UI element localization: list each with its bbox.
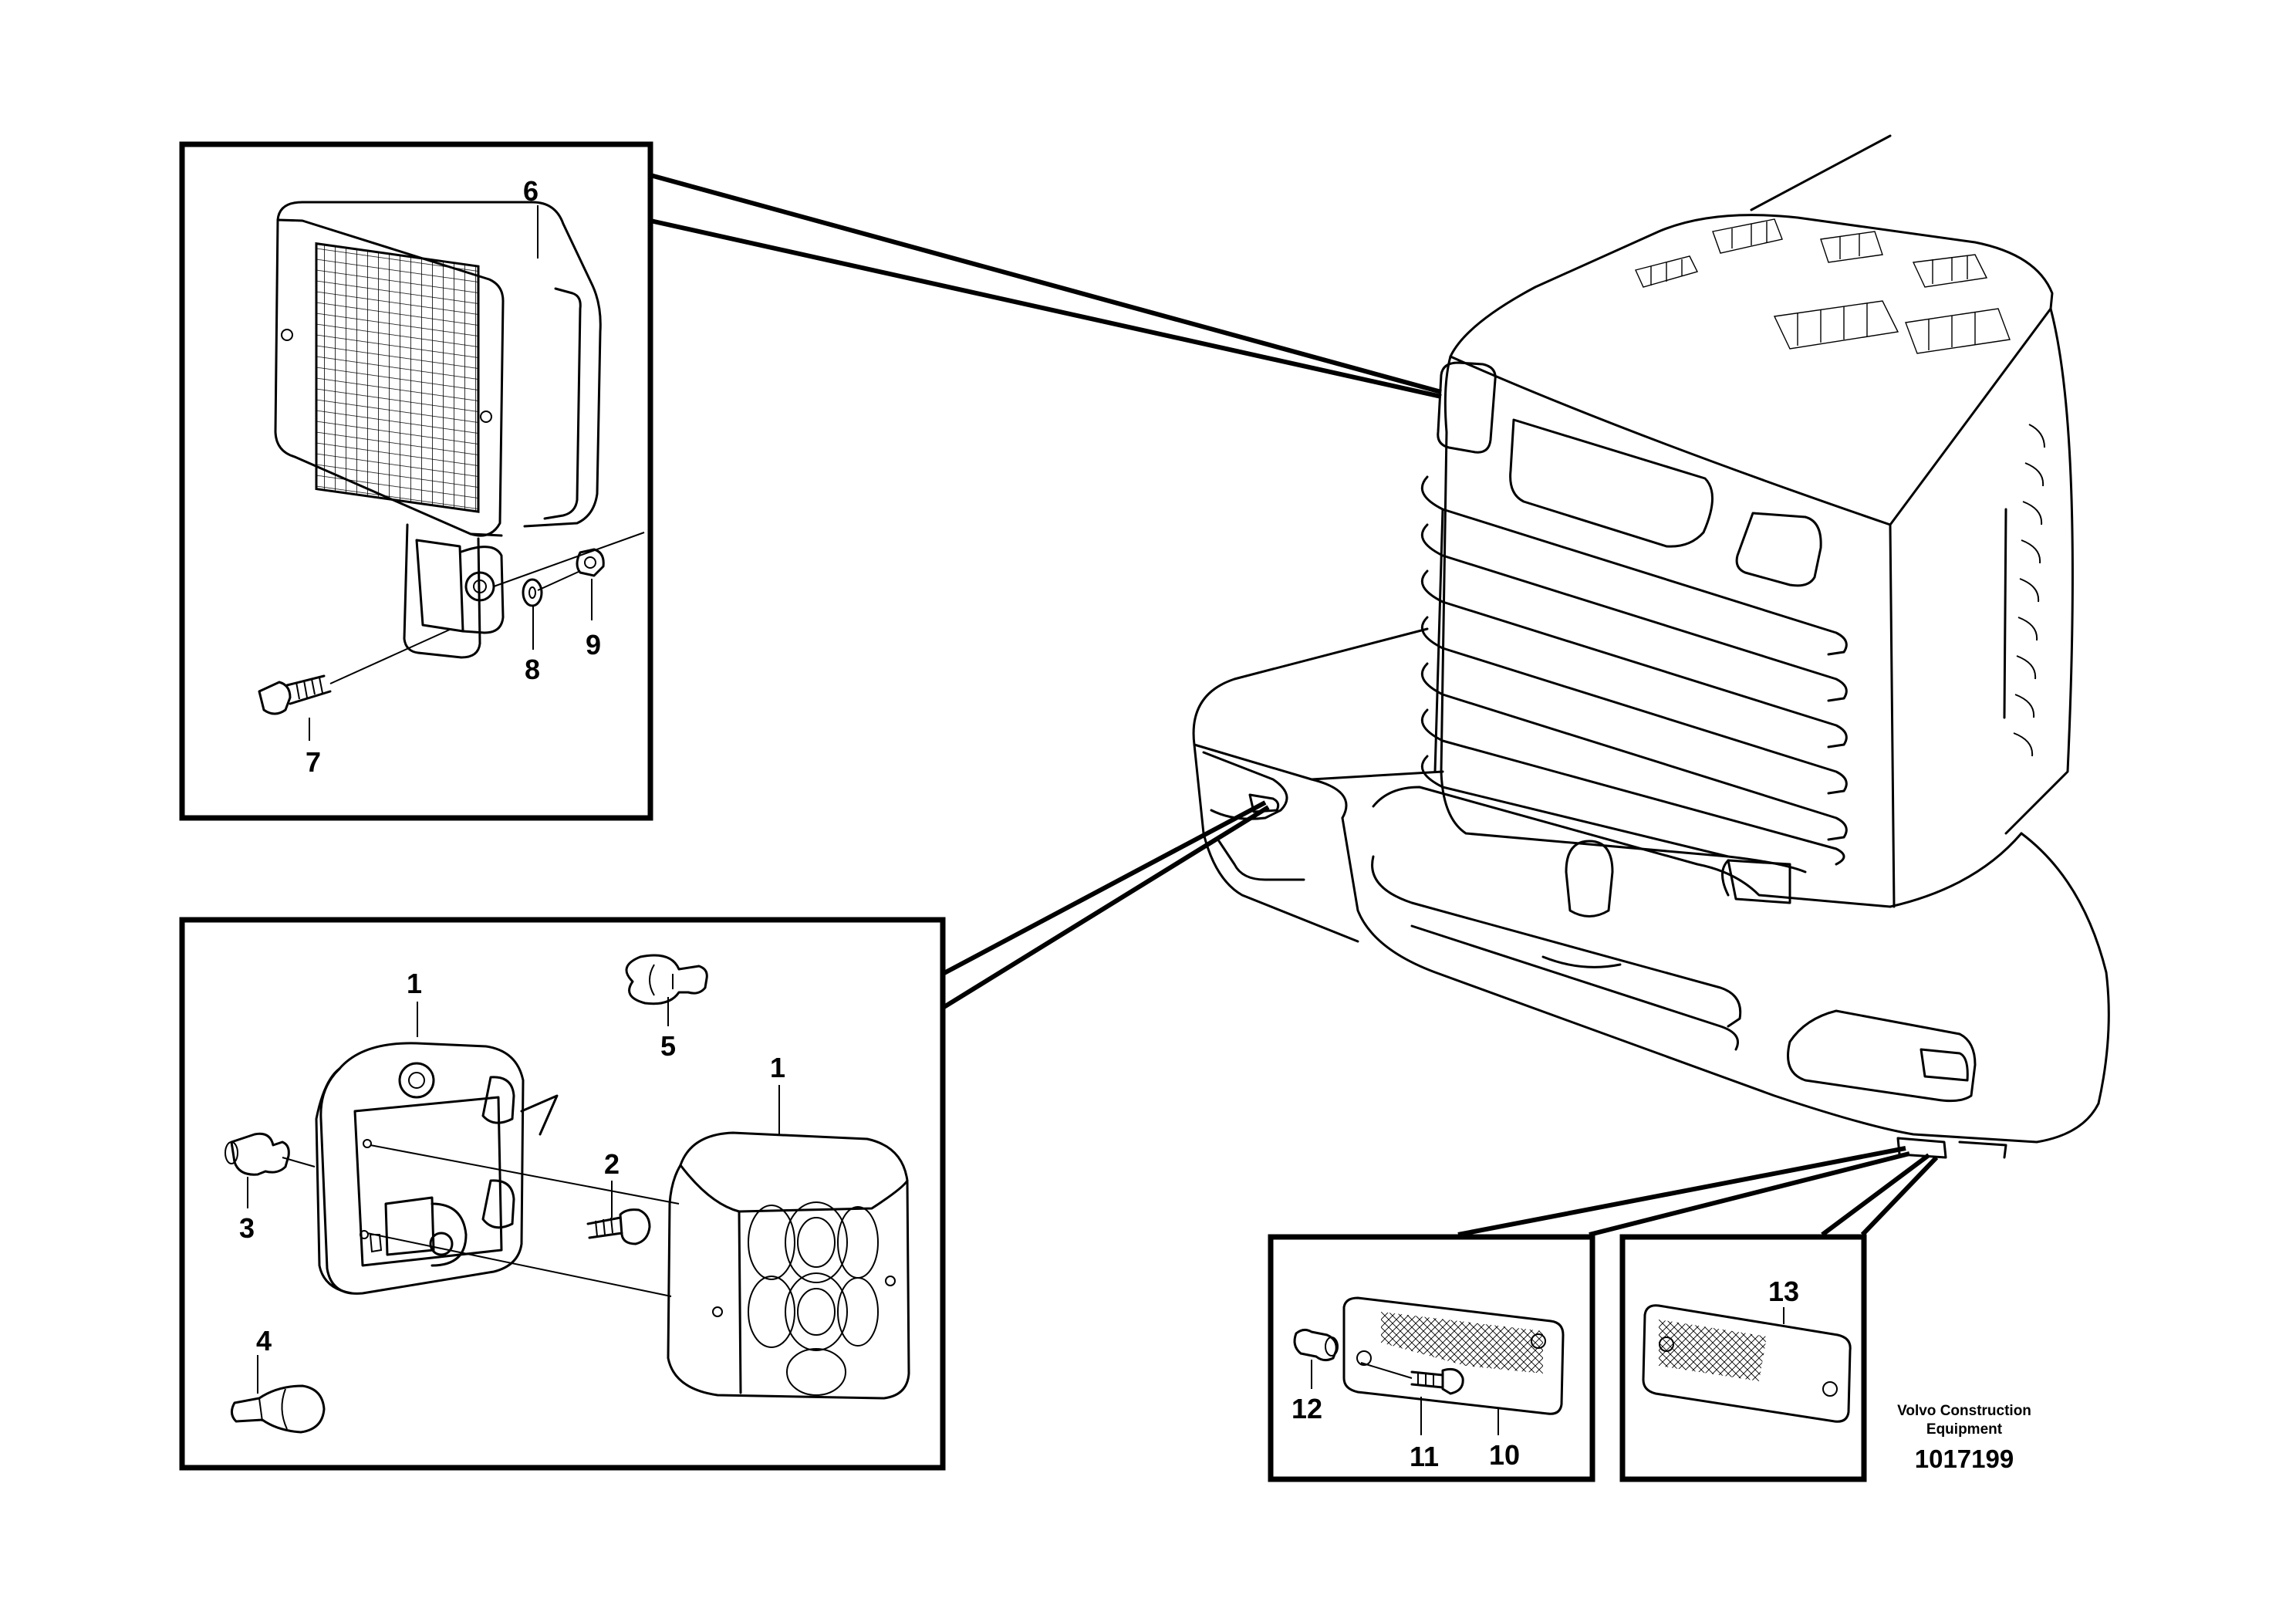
callout-1: 1 (407, 968, 422, 999)
bulb-4 (231, 1384, 326, 1434)
screw-12 (1293, 1328, 1339, 1362)
reflector-13 (1642, 1304, 1852, 1423)
callout-6: 6 (523, 175, 539, 207)
callout-10: 10 (1489, 1439, 1520, 1471)
grille-slats (1420, 475, 1848, 866)
document-number: 1017199 (1915, 1445, 2014, 1473)
callout-4: 4 (256, 1325, 272, 1357)
mounting-bracket (403, 523, 505, 659)
machine-front-illustration (1192, 134, 2110, 1159)
reflector-10 (1342, 1296, 1565, 1415)
indicator-lamp-frame (179, 917, 946, 1471)
bulb-5 (625, 954, 708, 1005)
nut-9 (576, 548, 605, 577)
roof-vents (1635, 218, 2011, 354)
reflector-frame-a (1268, 1234, 1595, 1482)
screw-11 (1410, 1367, 1464, 1395)
washer-8 (522, 578, 543, 607)
callout-2: 2 (604, 1148, 620, 1180)
leader-lines (650, 173, 1939, 1237)
indicator-lamp-panel: 1 1 2 3 4 5 (179, 917, 946, 1471)
reflector-frame-b (1619, 1234, 1867, 1482)
screw-2 (586, 1208, 651, 1245)
work-lamp (274, 201, 602, 537)
diagram-caption: Volvo Construction Equipment 1017199 (1897, 1403, 2031, 1473)
callout-9: 9 (586, 629, 601, 661)
callout-1-lens: 1 (770, 1052, 785, 1083)
lamp-lens-1 (667, 1131, 910, 1400)
reflector-panel-b: 13 (1619, 1234, 1867, 1482)
lamp-base-1 (315, 1042, 559, 1295)
bulb-3 (225, 1132, 290, 1176)
caption-line-2: Equipment (1926, 1421, 2003, 1438)
work-lamp-panel: 6 7 8 9 (179, 141, 653, 821)
reflector-panel-a: 12 11 10 (1268, 1234, 1595, 1482)
callout-3: 3 (239, 1212, 255, 1244)
caption-line-1: Volvo Construction (1897, 1403, 2031, 1419)
work-lamp-frame (179, 141, 653, 821)
side-louvers (2003, 424, 2045, 757)
callout-5: 5 (660, 1030, 676, 1062)
callout-13: 13 (1768, 1276, 1799, 1307)
callout-7: 7 (306, 746, 321, 778)
callout-8: 8 (525, 654, 540, 685)
callout-11: 11 (1410, 1441, 1439, 1472)
front-bumper (1192, 627, 2110, 1159)
callout-12: 12 (1292, 1393, 1322, 1424)
bolt-7 (258, 674, 332, 715)
